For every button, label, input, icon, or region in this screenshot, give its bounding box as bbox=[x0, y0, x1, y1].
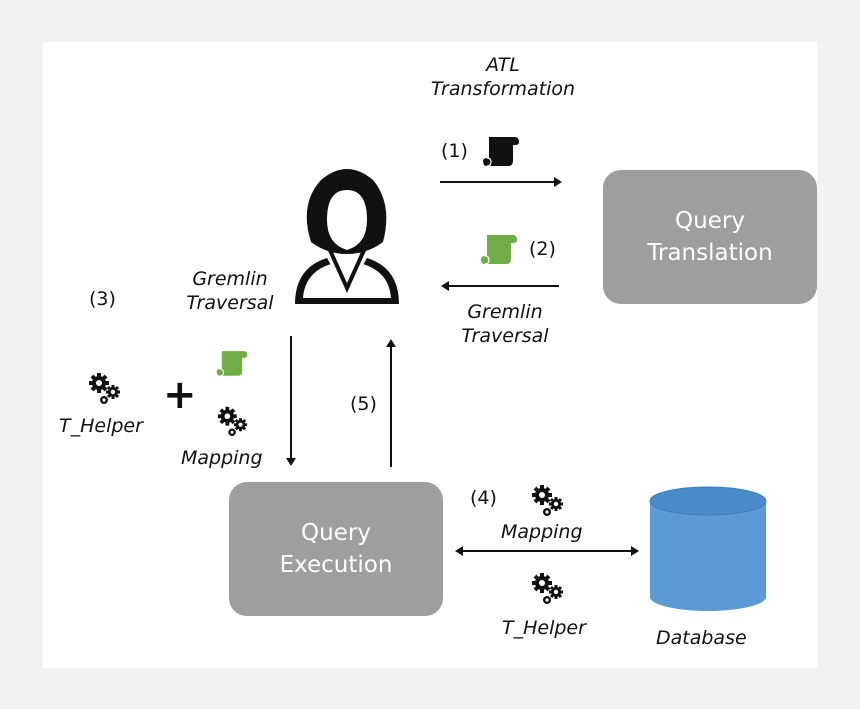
gears-icon bbox=[217, 406, 248, 436]
gears-icon bbox=[89, 373, 120, 404]
query-translation-line1: Query bbox=[675, 207, 745, 234]
gears-icon bbox=[532, 485, 563, 516]
arrow-from-translation bbox=[441, 281, 559, 291]
gears-icon bbox=[532, 573, 563, 604]
arrow-from-execution bbox=[386, 339, 396, 467]
scroll-icon bbox=[481, 235, 517, 265]
gremlin-traversal-left-label: Gremlin Traversal bbox=[445, 301, 565, 349]
plus-sign: + bbox=[163, 372, 197, 418]
step-3-label: (3) bbox=[89, 288, 116, 310]
scroll-icon bbox=[483, 137, 519, 167]
step-5-label: (5) bbox=[350, 393, 377, 415]
arrow-execution-database bbox=[455, 546, 639, 556]
query-execution-line2: Execution bbox=[279, 552, 393, 578]
gremlin-line: Gremlin bbox=[467, 301, 543, 323]
step-2-label: (2) bbox=[529, 238, 556, 260]
query-translation-box: Query Translation bbox=[603, 170, 817, 304]
atl-transformation-label: ATL Transformation bbox=[413, 54, 593, 102]
database-label: Database bbox=[656, 627, 747, 649]
person-icon bbox=[295, 169, 399, 304]
transformation-line: Transformation bbox=[430, 77, 576, 100]
query-execution-box: Query Execution bbox=[229, 482, 443, 616]
mapping-bottom-label: Mapping bbox=[501, 521, 583, 543]
query-execution-line1: Query bbox=[301, 519, 371, 546]
mapping-left-label: Mapping bbox=[181, 447, 263, 469]
traversal-line: Traversal bbox=[186, 291, 274, 314]
t-helper-bottom-label: T_Helper bbox=[502, 617, 586, 639]
step-4-label: (4) bbox=[470, 487, 497, 509]
query-translation-line2: Translation bbox=[647, 240, 773, 266]
atl-line: ATL bbox=[486, 54, 520, 76]
t-helper-left-label: T_Helper bbox=[59, 415, 143, 437]
arrow-to-execution bbox=[286, 336, 296, 466]
scroll-icon bbox=[216, 351, 248, 377]
diagram-canvas: ATL Transformation (1) Query Translation… bbox=[43, 42, 817, 668]
step-1-label: (1) bbox=[441, 140, 468, 162]
database-icon bbox=[649, 486, 767, 611]
gremlin-traversal-top-label: Gremlin Traversal bbox=[175, 268, 285, 316]
arrow-to-translation bbox=[440, 177, 562, 187]
traversal-line: Traversal bbox=[461, 324, 549, 347]
gremlin-line: Gremlin bbox=[192, 268, 268, 290]
